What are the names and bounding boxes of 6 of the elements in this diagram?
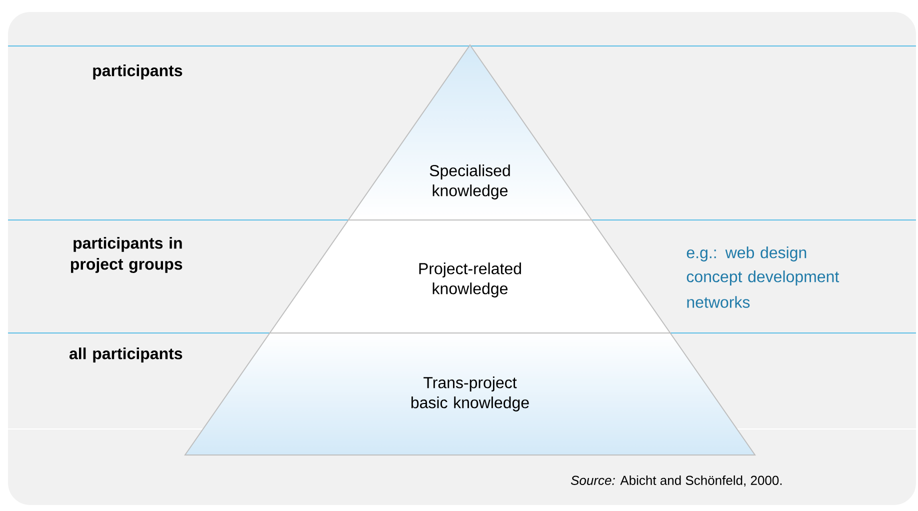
row-label: participants in project groups [70, 237, 182, 273]
source-note: Source: Abicht and Schönfeld, 2000. [570, 475, 782, 487]
row-label: participants [93, 64, 182, 80]
example-text: e.g.: web design [686, 246, 806, 262]
example-text: networks [687, 296, 750, 308]
example-text: concept development [686, 270, 840, 286]
